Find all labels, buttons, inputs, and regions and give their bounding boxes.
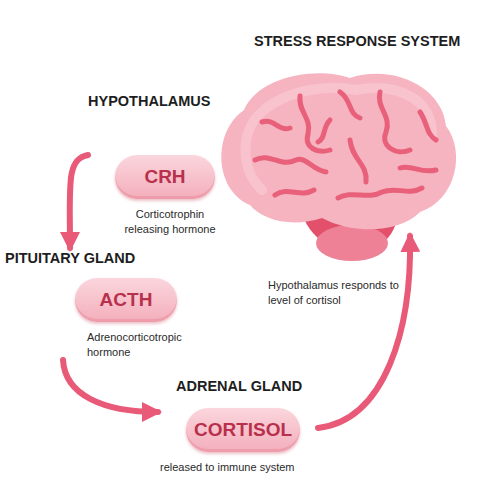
brain-fold (340, 92, 360, 118)
brain-fold (420, 112, 436, 140)
flow-arrow (63, 360, 158, 412)
node-heading: HYPOTHALAMUS (88, 93, 228, 110)
brain-fold (275, 190, 314, 195)
feedback-arrow (318, 236, 410, 428)
brain-illustration (221, 73, 456, 261)
brain-fold (379, 92, 410, 152)
brain-highlight (246, 88, 433, 190)
diagram-title: STRESS RESPONSE SYSTEM (254, 33, 460, 49)
node-heading: ADRENAL GLAND (176, 378, 310, 395)
hormone-pill: CORTISOL (186, 408, 300, 452)
flow-arrow (70, 155, 88, 248)
cerebellum (316, 225, 388, 261)
brain-fold (318, 120, 330, 142)
brain-fold (338, 188, 422, 198)
hormone-pill: CRH (115, 155, 215, 199)
node-description: Adrenocorticotropic hormone (87, 330, 202, 360)
brain-fold (350, 140, 366, 182)
brain-folds (255, 92, 436, 198)
node-description: released to immune system (160, 460, 310, 475)
node-heading: PITUITARY GLAND (5, 250, 200, 267)
stage-node: PITUITARY GLAND ACTH Adrenocorticotropic h… (5, 250, 200, 360)
cerebrum (221, 73, 456, 229)
brain-fold (255, 158, 326, 172)
brain-fold (300, 96, 330, 151)
node-description: Corticotrophin releasing hormone (115, 207, 225, 237)
brain-fold (262, 121, 290, 128)
hormone-pill: ACTH (75, 278, 177, 322)
feedback-note: Hypothalamus responds to level of cortis… (268, 278, 403, 308)
brain-fold (400, 167, 436, 171)
stage-node: HYPOTHALAMUS CRH Corticotrophin releasing … (88, 93, 228, 237)
stage-node: ADRENAL GLAND CORTISOL released to immune … (160, 378, 310, 475)
